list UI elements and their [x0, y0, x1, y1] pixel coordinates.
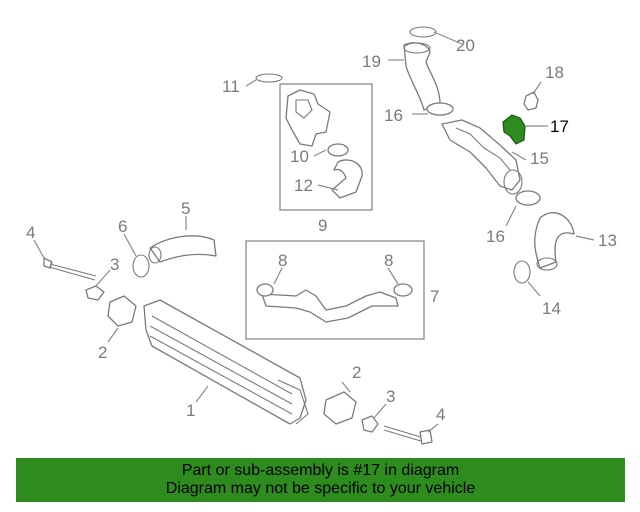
part-15-pipe [441, 119, 521, 191]
part-10-clamp [327, 143, 349, 157]
callout-8-right: 8 [384, 251, 393, 270]
part-13-hose [534, 212, 575, 269]
group-box-9 [279, 83, 373, 211]
callout-2-right: 2 [352, 363, 361, 382]
part-9-housing [285, 89, 331, 147]
callout-8-left: 8 [278, 251, 287, 270]
callout-3-left: 3 [110, 255, 119, 274]
callout-16-top: 16 [384, 106, 403, 125]
part-5-hose [149, 235, 217, 263]
part-2-bracket-right [323, 391, 357, 425]
part-11-oring [255, 73, 283, 83]
part-19-tube [403, 42, 441, 111]
part-6-oring [132, 254, 150, 278]
callout-16-lower: 16 [486, 227, 505, 246]
part-8-clamp-right [393, 283, 413, 297]
callout-17: 17 [550, 117, 569, 136]
callout-5: 5 [181, 199, 190, 218]
part-14-oring [513, 260, 531, 284]
part-17-highlighted [502, 114, 526, 145]
callout-13: 13 [598, 231, 617, 250]
part-20-oring [409, 26, 437, 38]
part-18-bolt [523, 91, 539, 111]
callout-11: 11 [222, 77, 240, 96]
callout-4-left: 4 [26, 223, 35, 242]
part-1-intercooler [143, 299, 307, 425]
callout-19: 19 [362, 52, 381, 71]
callout-4-right: 4 [436, 405, 445, 424]
callout-2-left: 2 [98, 343, 107, 362]
callout-18: 18 [545, 63, 564, 82]
banner-line-2: Diagram may not be specific to your vehi… [165, 480, 476, 497]
part-4-bolt-left [43, 257, 53, 269]
callout-6: 6 [118, 217, 127, 236]
callout-7: 7 [430, 287, 439, 306]
part-3-bolt-left [85, 285, 105, 301]
callout-10: 10 [290, 147, 309, 166]
callout-14: 14 [542, 299, 561, 318]
group-box-7 [245, 240, 425, 340]
info-banner: Part or sub-assembly is #17 in diagram D… [16, 458, 625, 502]
callout-12: 12 [294, 176, 313, 195]
callout-20: 20 [456, 36, 475, 55]
part-3-bolt-right [361, 415, 379, 433]
banner-line-1: Part or sub-assembly is #17 in diagram [181, 462, 460, 479]
part-2-bracket-left [107, 295, 137, 327]
part-4-bolt-right [419, 429, 433, 445]
part-7-pipe [261, 289, 399, 323]
callout-1: 1 [186, 401, 195, 420]
part-12-hose [331, 159, 363, 199]
part-8-clamp-left [256, 283, 274, 297]
part-16-clamp-lower [515, 190, 541, 206]
callout-15: 15 [530, 149, 549, 168]
part-16-clamp-top [426, 102, 454, 116]
callout-3-right: 3 [386, 387, 395, 406]
callout-9: 9 [318, 216, 327, 235]
